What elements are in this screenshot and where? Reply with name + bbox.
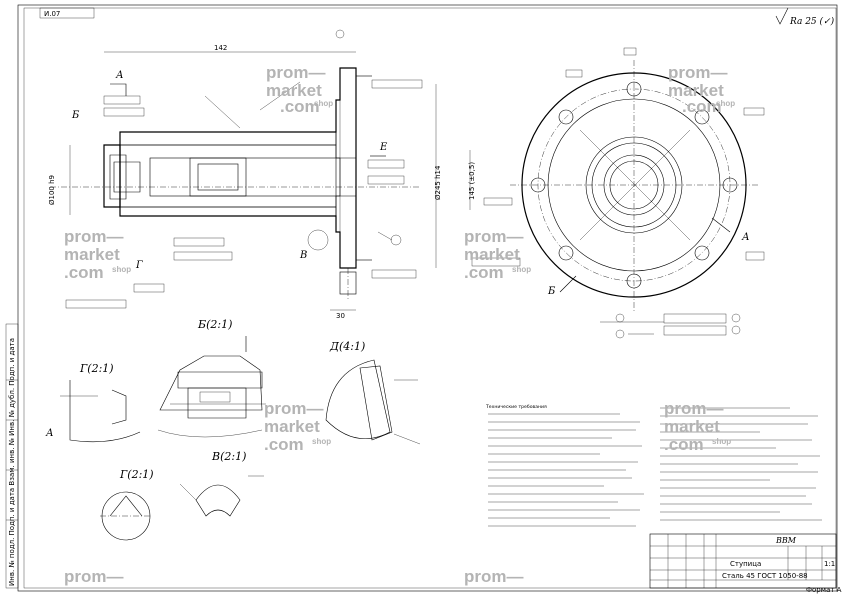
circular-end-view: А Б: [471, 47, 765, 339]
svg-text:shop: shop: [312, 437, 331, 446]
svg-text:prom—: prom—: [264, 399, 324, 418]
svg-text:.com: .com: [682, 97, 722, 116]
svg-text:prom—: prom—: [464, 567, 524, 586]
technical-notes-right: [660, 407, 822, 521]
top-left-stamp: И.07: [39, 7, 95, 19]
svg-text:.com: .com: [264, 435, 304, 454]
svg-text:.com: .com: [280, 97, 320, 116]
svg-text:.com: .com: [64, 263, 104, 282]
watermark-2: prom— market .com shop: [668, 63, 735, 116]
side-strip-text: Инв. № подл. Подп. и дата Взам. инв. № И…: [8, 338, 16, 586]
detail-g2-title: Г(2:1): [119, 468, 154, 481]
detail-v-title: В(2:1): [211, 450, 246, 463]
watermark-1: prom— market .com shop: [266, 63, 333, 116]
svg-text:prom—: prom—: [668, 63, 728, 82]
detail-g1-label: А: [45, 428, 54, 439]
svg-text:shop: shop: [512, 265, 531, 274]
dim-30: 30: [336, 312, 345, 320]
svg-text:market: market: [264, 417, 320, 436]
dim-dia-left: Ø100 h9: [48, 175, 56, 205]
svg-text:.com: .com: [664, 435, 704, 454]
sheet-inner-frame: [23, 7, 837, 589]
svg-text:market: market: [464, 245, 520, 264]
detail-g2: Г(2:1): [100, 468, 154, 541]
side-strip: Инв. № подл. Подп. и дата Взам. инв. № И…: [5, 323, 19, 589]
svg-text:prom—: prom—: [464, 227, 524, 246]
svg-text:market: market: [266, 81, 322, 100]
svg-text:market: market: [668, 81, 724, 100]
svg-text:market: market: [664, 417, 720, 436]
detail-v: В(2:1): [179, 450, 264, 517]
roughness-general: Ra 25 (✓): [775, 7, 835, 27]
title-block: ВВМ Ступица Сталь 45 ГОСТ 1050-88 1:1 Фо…: [649, 533, 842, 594]
title-material: Сталь 45 ГОСТ 1050-88: [722, 572, 808, 580]
svg-text:shop: shop: [314, 99, 333, 108]
label-e: Е: [379, 142, 388, 153]
svg-text:shop: shop: [112, 265, 131, 274]
section-label-b: Б: [71, 110, 80, 121]
svg-text:prom—: prom—: [664, 399, 724, 418]
svg-text:prom—: prom—: [64, 567, 124, 586]
watermark-6: prom— market .com shop: [664, 399, 731, 454]
circular-label-b: Б: [547, 286, 556, 297]
title-product-code: ВВМ: [775, 536, 797, 545]
technical-notes-left: Технические требования: [485, 404, 644, 527]
watermark-4: prom— market .com shop: [464, 227, 531, 282]
label-g: Г: [135, 260, 143, 271]
watermark-7: prom— prom—: [64, 567, 524, 586]
detail-g1-title: Г(2:1): [79, 362, 114, 375]
notes-left-title: Технические требования: [485, 404, 547, 410]
svg-text:prom—: prom—: [64, 227, 124, 246]
title-part-name: Ступица: [730, 560, 761, 568]
svg-text:market: market: [64, 245, 120, 264]
tolerance-block-circular: [600, 313, 741, 339]
detail-d-title: Д(4:1): [329, 340, 365, 353]
watermark-5: prom— market .com shop: [264, 399, 331, 454]
dim-top: 142: [214, 44, 227, 52]
dim-dia-right: Ø245 h14: [434, 165, 442, 200]
main-section-view: 142 Ø245 h14 Ø100 h9 30 145 (±0,5) А Б В…: [48, 29, 476, 320]
detail-b-title: Б(2:1): [197, 318, 232, 331]
dim-length: 145 (±0,5): [468, 162, 476, 200]
title-scale: 1:1: [824, 560, 835, 568]
title-sheet-format: Формат А3: [806, 586, 842, 594]
sheet-frame: [17, 4, 838, 592]
svg-text:shop: shop: [712, 437, 731, 446]
detail-b: Б(2:1): [157, 318, 266, 438]
stamp-text: И.07: [44, 10, 60, 18]
section-label-a: А: [115, 70, 124, 81]
watermark-3: prom— market .com shop: [64, 227, 131, 282]
detail-d: Д(4:1): [325, 340, 421, 445]
svg-text:prom—: prom—: [266, 63, 326, 82]
svg-text:.com: .com: [464, 263, 504, 282]
tolerance-frames-main: [65, 79, 423, 309]
svg-text:shop: shop: [716, 99, 735, 108]
roughness-text: Ra 25 (✓): [789, 16, 835, 27]
detail-g1: Г(2:1) А: [45, 362, 141, 443]
circular-label-a: А: [741, 232, 750, 243]
label-v: В: [299, 250, 307, 261]
